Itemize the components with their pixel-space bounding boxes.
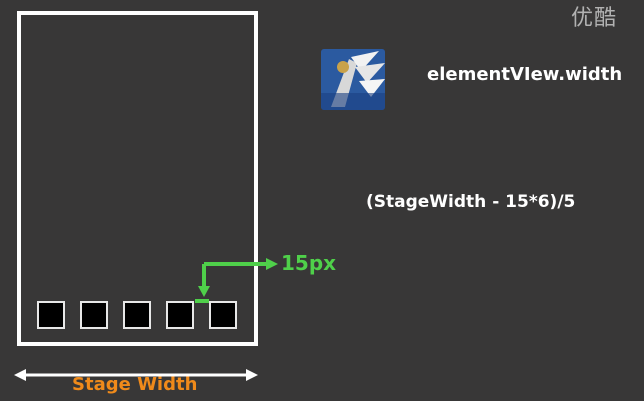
spacing-label: 15px [281,251,337,275]
element-cell-3 [123,301,151,329]
watermark: 优酷 [571,6,618,31]
spacing-arrow [202,262,266,293]
element-cell-1 [37,301,65,329]
spacing-arrow-head-right [266,258,278,270]
element-view-width-label: elementVIew.width [427,64,623,85]
element-cell-2 [80,301,108,329]
width-formula: (StageWidth - 15*6)/5 [366,192,576,212]
element-cell-5 [209,301,237,329]
spacing-arrow-head-down [198,286,210,297]
element-cell-4 [166,301,194,329]
stage-width-label: Stage Width [72,374,198,395]
stage-frame [17,11,258,346]
game-character-icon [321,49,385,110]
spacing-marker [195,299,209,303]
